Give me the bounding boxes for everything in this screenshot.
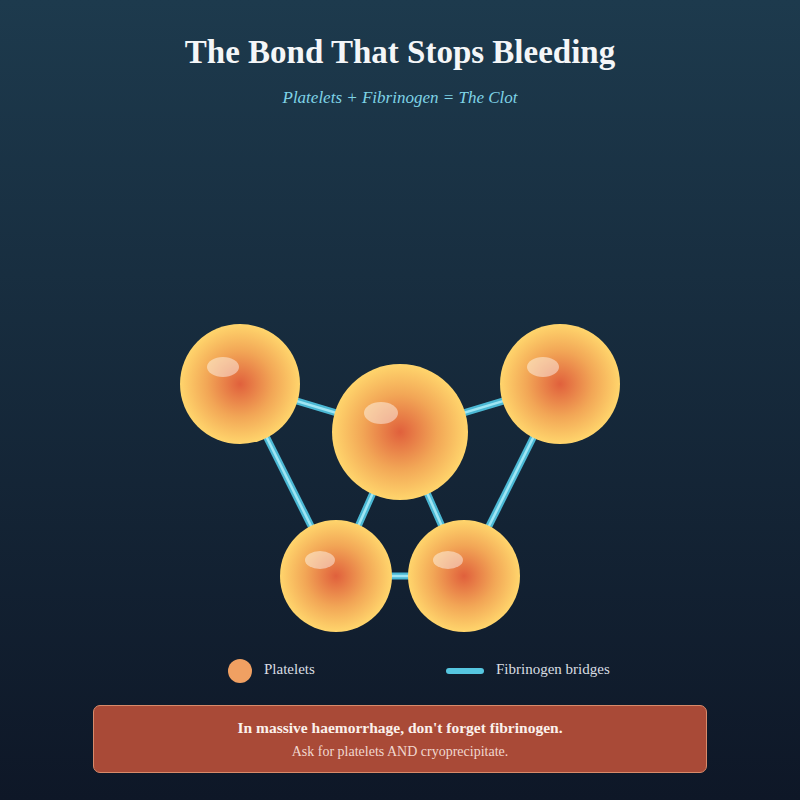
legend-swatch (228, 659, 252, 683)
title: The Bond That Stops Bleeding (0, 34, 800, 71)
platelet-cells (180, 324, 620, 632)
warning-banner: In massive haemorrhage, don't forget fib… (93, 705, 707, 773)
subtitle: Platelets + Fibrinogen = The Clot (0, 88, 800, 108)
legend-text: Fibrinogen bridges (496, 661, 610, 678)
warning-body: Ask for platelets AND cryoprecipitate. (110, 742, 690, 762)
legend-text: Platelets (264, 661, 315, 678)
warning-heading: In massive haemorrhage, don't forget fib… (110, 718, 690, 738)
legend-line-sample (446, 668, 484, 674)
